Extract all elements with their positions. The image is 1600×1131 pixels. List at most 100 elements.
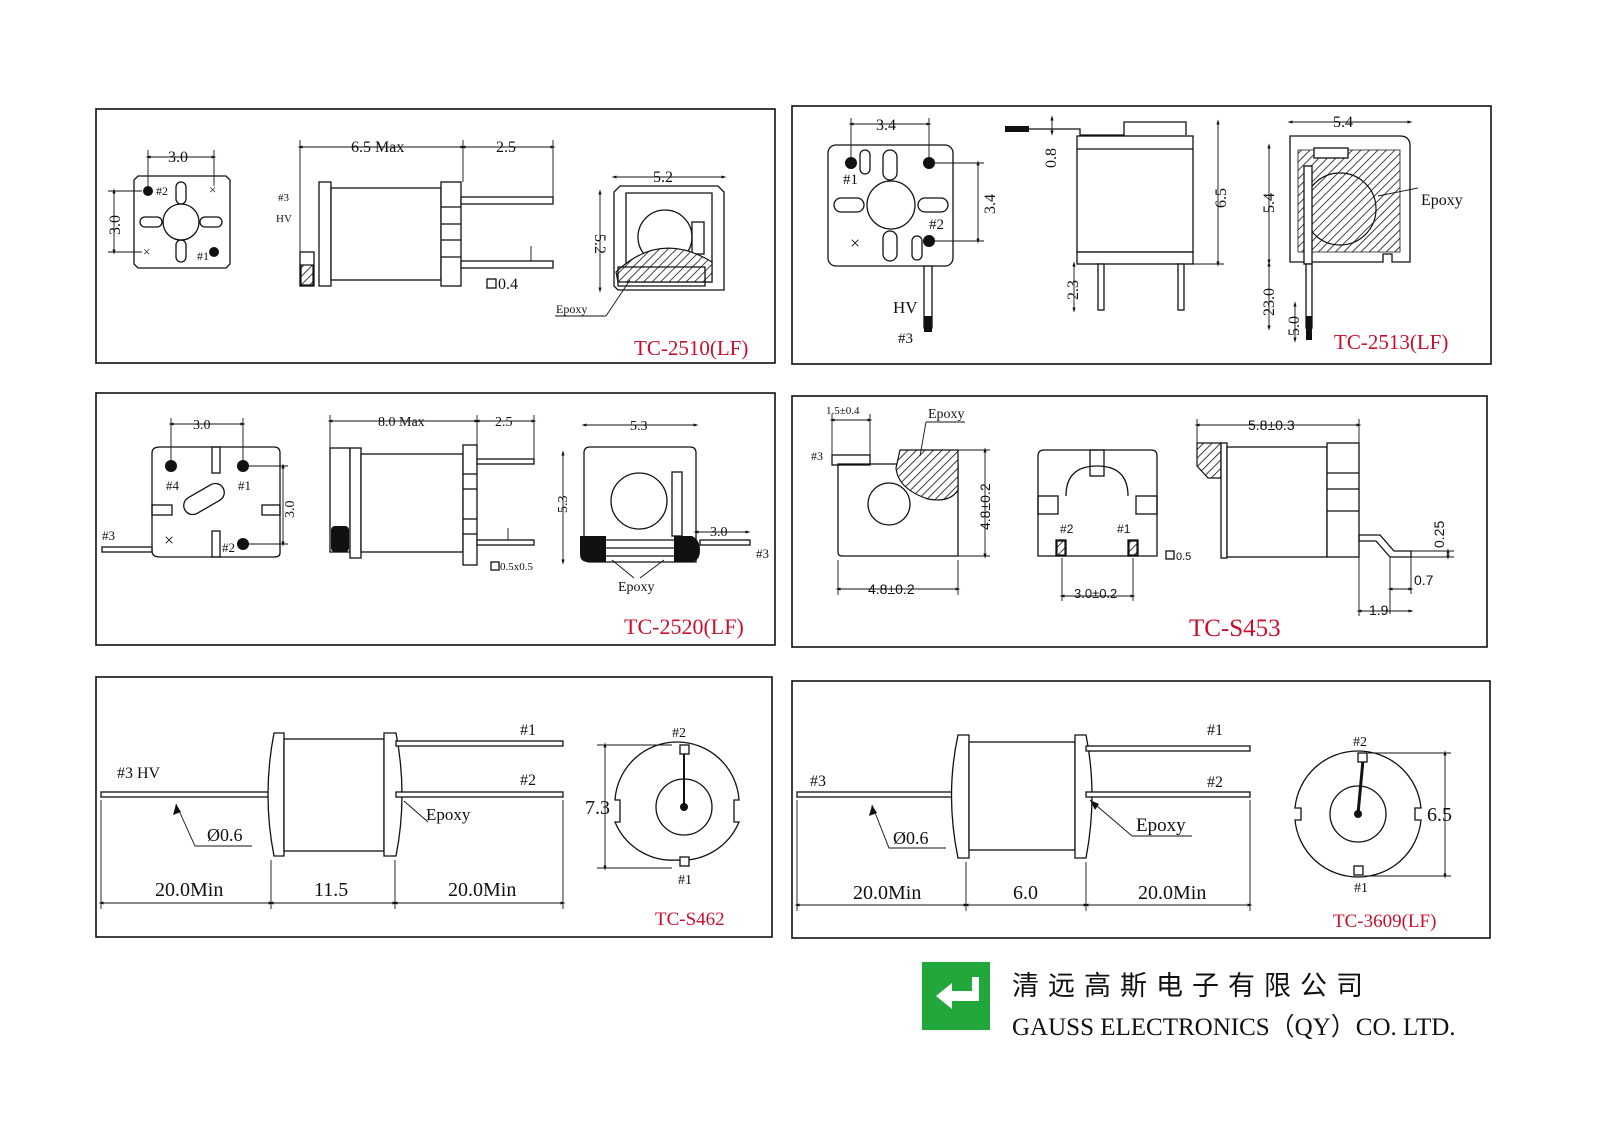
- dim-end-width: 5.4: [1333, 114, 1353, 131]
- hv-label: HV: [276, 213, 292, 225]
- company-name-cn: 清远高斯电子有限公司: [1012, 971, 1372, 1002]
- part-title: TC-2513(LF): [1334, 330, 1448, 354]
- end-view: #2 #1 7.3: [585, 726, 740, 888]
- company-name-en: GAUSS ELECTRONICS（QY）CO. LTD.: [1012, 1014, 1456, 1041]
- dim-pin: 2.5: [496, 139, 516, 156]
- pin-dot: [923, 157, 935, 169]
- dim-od: 7.3: [585, 797, 610, 819]
- lead-diameter: Ø0.6: [893, 828, 929, 848]
- pin2-label: #2: [1207, 774, 1223, 791]
- part-title: TC-S462: [655, 909, 725, 930]
- panel-frame: [791, 395, 1488, 648]
- panel-tc-s462: #1 #2 #3 HV Ø0.6 Epoxy 20.0Min 11.5 20.0…: [95, 676, 773, 938]
- pin1-label: #1: [520, 722, 536, 739]
- pin-dot: [209, 247, 219, 257]
- end-view: #2 #1 6.5: [1294, 735, 1452, 896]
- dim-foot: 1.9: [1369, 602, 1389, 618]
- center-pin: [680, 803, 688, 811]
- end-pin1-label: #1: [678, 873, 692, 888]
- pin-dot: [143, 186, 153, 196]
- panel-tc-2513: × #1 #2 3.4 3.4 HV #3 0.8: [791, 105, 1492, 365]
- center-pin: [1354, 810, 1362, 818]
- epoxy-label: Epoxy: [928, 407, 965, 422]
- pin1-label: #1: [238, 478, 251, 493]
- dim-leg: 2.3: [1065, 280, 1082, 300]
- pin2-label: #2: [520, 772, 536, 789]
- dim-height: 3.0: [283, 501, 298, 519]
- hv-label: HV: [893, 298, 918, 317]
- panel-tc-2520: × #4 #1 #2 #3 3.0 3.0: [95, 392, 776, 646]
- dim-offset: 0.7: [1414, 572, 1434, 588]
- dim-height: 3.4: [982, 194, 999, 214]
- dim-end-width: 5.2: [653, 169, 673, 186]
- end-pin2-label: #2: [1353, 735, 1367, 750]
- side-view: 8.0 Max 2.5 0.5x0.5: [327, 415, 537, 573]
- epoxy-label: Epoxy: [426, 805, 471, 824]
- dim-tol: 1.5±0.4: [826, 405, 860, 417]
- pin1-label: #1: [1207, 722, 1223, 739]
- x-mark: ×: [143, 244, 150, 259]
- side-view: 0.8 6.5 2.3: [1005, 115, 1230, 313]
- part-title: TC-S453: [1189, 615, 1281, 642]
- side-view: 5.8±0.3 0.25 0.7 1.9: [1194, 417, 1454, 618]
- epoxy-label: Epoxy: [1421, 192, 1463, 209]
- pin3-label: #3: [102, 528, 115, 543]
- panel-tc-s453: 1.5±0.4 Epoxy #3 4.8±0.2 4.8±0.2 #2: [791, 395, 1488, 648]
- dim-pitch: 3.0±0.2: [1074, 586, 1117, 601]
- dim-body: 6.5: [1213, 188, 1230, 208]
- epoxy-label: Epoxy: [1136, 815, 1186, 836]
- pin3b-label: #3: [756, 546, 769, 561]
- dim-width: 3.0: [193, 418, 211, 433]
- dim-right: 20.0Min: [1138, 882, 1206, 904]
- panel-frame: [95, 108, 776, 364]
- pin3-label: #3: [278, 192, 290, 204]
- x-mark: ×: [164, 530, 174, 550]
- company-logo: [922, 962, 990, 1030]
- dim-width: 3.4: [876, 117, 896, 134]
- end-view: #2 #1 3.0±0.2 0.5: [1037, 449, 1191, 601]
- epoxy-label: Epoxy: [618, 580, 655, 595]
- panel-frame: [95, 676, 773, 938]
- dim-length: 8.0 Max: [378, 415, 425, 430]
- dim-od: 6.5: [1427, 804, 1452, 826]
- pin2-label: #2: [929, 217, 944, 233]
- dim-width: 4.8±0.2: [868, 581, 915, 597]
- pin-dot: [237, 460, 249, 472]
- dim-lead: 3.0: [710, 525, 728, 540]
- dim-mid: 11.5: [314, 879, 348, 901]
- dim-right: 20.0Min: [448, 879, 516, 901]
- dim-end-height: 5.2: [591, 234, 608, 254]
- pin-dot: [237, 538, 249, 550]
- panel-tc-2510: × × #2 #1 3.0 3.0 #3 HV: [95, 108, 776, 364]
- pin1-label: #1: [1117, 522, 1131, 536]
- dim-left: 20.0Min: [853, 882, 921, 904]
- dim-height: 4.8±0.2: [977, 483, 993, 530]
- end-pin2-label: #2: [672, 726, 686, 741]
- top-view: × × #2 #1 3.0 3.0: [107, 149, 231, 269]
- dim-pin: 2.5: [495, 415, 513, 430]
- top-view: × #1 #2 3.4 3.4 HV #3: [827, 117, 999, 347]
- pin-dot: [845, 157, 857, 169]
- panel-frame: [791, 680, 1491, 939]
- lead-diameter: Ø0.6: [207, 825, 243, 845]
- company-logo-icon: [936, 977, 979, 1009]
- dim-thick: 0.25: [1431, 521, 1447, 548]
- pin-dot: [923, 235, 935, 247]
- dim-mid: 6.0: [1013, 882, 1038, 904]
- part-title: TC-3609(LF): [1333, 911, 1436, 932]
- part-title: TC-2510(LF): [634, 336, 748, 360]
- side-view: #3 HV 6.5 Max 2.5 0.4: [276, 139, 556, 293]
- pin3-label: #3 HV: [117, 765, 161, 782]
- pin2-label: #2: [1060, 522, 1074, 536]
- dim-end-width: 5.3: [630, 419, 648, 434]
- dim-height: 3.0: [107, 215, 124, 235]
- front-view: 1.5±0.4 Epoxy #3 4.8±0.2 4.8±0.2: [811, 405, 993, 597]
- end-pin1-label: #1: [1354, 881, 1368, 896]
- epoxy-label: Epoxy: [556, 302, 587, 316]
- panel-frame: [95, 392, 776, 646]
- dim-length: 6.5 Max: [351, 139, 404, 156]
- end-view: 5.3 5.3 3.0 #3 Epoxy: [556, 419, 769, 595]
- dim-end-height: 5.4: [1261, 193, 1278, 213]
- panel-frame: [791, 105, 1492, 365]
- dim-end-height: 5.3: [556, 496, 571, 514]
